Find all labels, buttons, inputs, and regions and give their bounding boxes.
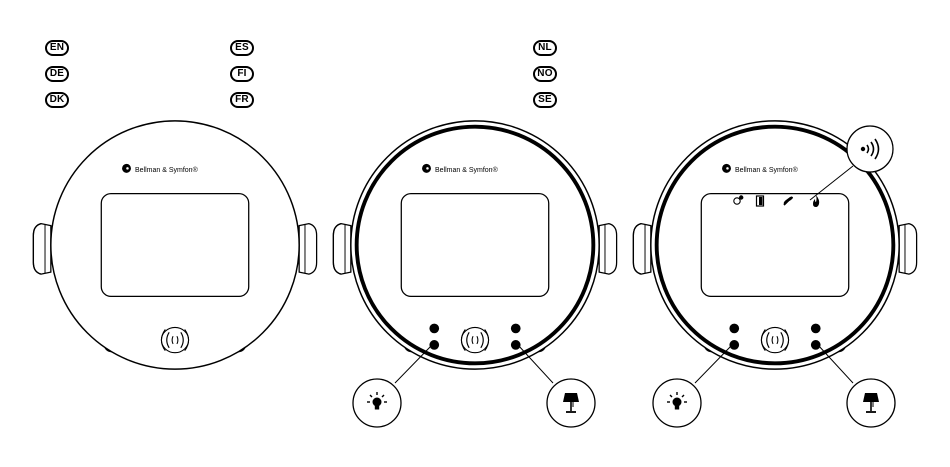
- device-1-brand: Bellman & Symfon®: [135, 166, 199, 174]
- device-3-brand: Bellman & Symfon®: [735, 166, 799, 174]
- device-2-brand: Bellman & Symfon®: [435, 166, 499, 174]
- device-2: [333, 121, 616, 369]
- device-1: [33, 121, 316, 369]
